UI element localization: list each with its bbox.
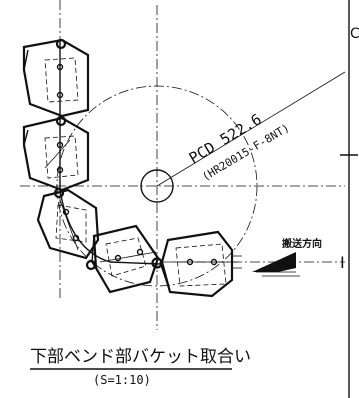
chain-run-line (59, 40, 161, 265)
bucket-2 (22, 115, 90, 192)
bucket-1 (22, 38, 90, 118)
pitch-circle (56, 85, 258, 287)
margin-mark-top: C (350, 26, 359, 42)
bucket-5 (151, 230, 242, 298)
caption-title: 下部ベンド部バケット取合い (30, 347, 251, 367)
direction-arrow (252, 252, 300, 277)
caption-scale: (S=1:10) (93, 373, 151, 387)
direction-label: 搬送方向 (282, 237, 322, 250)
pcd-leader-line (156, 71, 346, 187)
sprocket-hub (140, 169, 174, 203)
bucket-4 (85, 224, 160, 294)
bucket-3 (36, 187, 100, 260)
margin-mark-bottom: I (340, 253, 345, 272)
